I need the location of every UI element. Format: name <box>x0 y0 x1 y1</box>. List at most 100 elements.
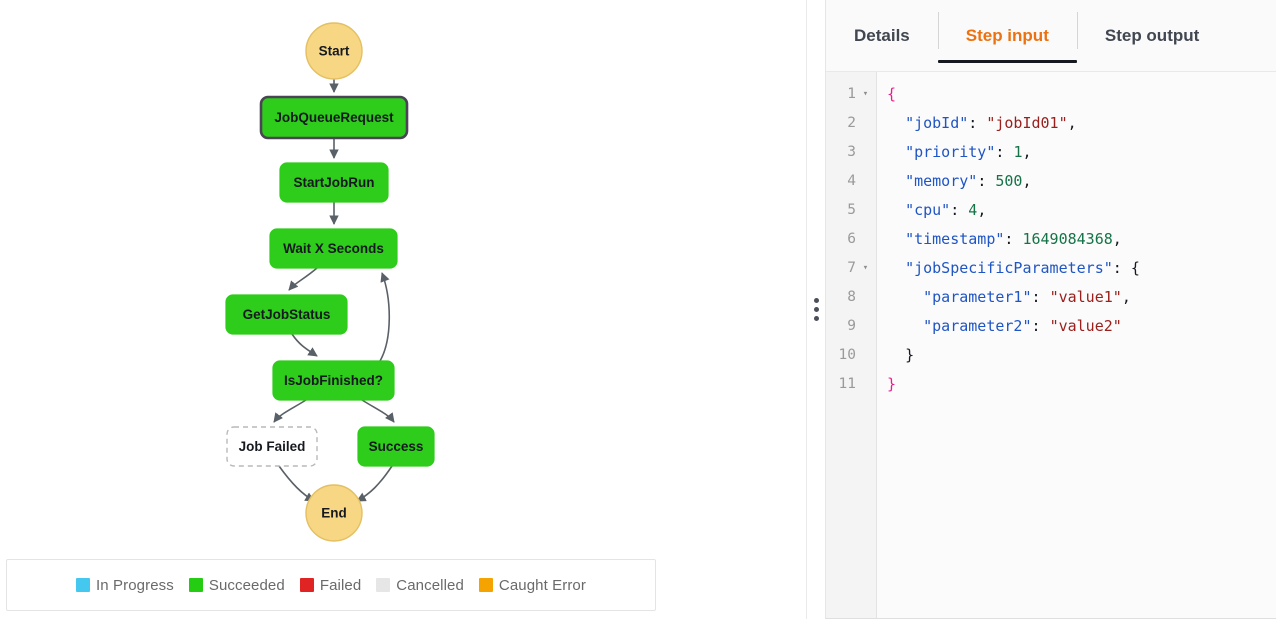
token-punct <box>887 143 905 161</box>
gutter-line-3: 3▾ <box>826 138 876 167</box>
legend-label: Caught Error <box>498 576 586 594</box>
token-punct <box>887 114 905 132</box>
editor-gutter[interactable]: 1▾2▾3▾4▾5▾6▾7▾8▾9▾10▾11▾ <box>826 72 877 618</box>
token-punct: , <box>1022 143 1032 161</box>
token-punct: , <box>1121 288 1131 306</box>
graph-edge-jobfailed-to-end <box>278 465 315 502</box>
code-line-5: "cpu": 4, <box>887 196 1276 225</box>
graph-node-start[interactable]: Start <box>305 22 363 80</box>
legend-item-failed: Failed <box>299 576 362 594</box>
token-str: "jobId01" <box>986 114 1068 132</box>
graph-node-waitxseconds[interactable]: Wait X Seconds <box>269 228 398 269</box>
graph-edge-success-to-end <box>356 465 393 502</box>
line-number: 4 <box>847 173 856 189</box>
drag-handle-dots-icon <box>813 298 819 321</box>
gutter-line-5: 5▾ <box>826 196 876 225</box>
legend-label: Cancelled <box>396 576 464 594</box>
graph-edge-isjobfinished-to-waitxseconds <box>379 272 391 362</box>
token-num: 1 <box>1013 143 1023 161</box>
token-punct <box>887 172 905 190</box>
token-brace: } <box>905 346 915 364</box>
token-key: "jobSpecificParameters" <box>905 259 1113 277</box>
token-punct <box>887 288 923 306</box>
json-code-editor[interactable]: 1▾2▾3▾4▾5▾6▾7▾8▾9▾10▾11▾ { "jobId": "job… <box>826 71 1276 618</box>
node-label-start: Start <box>319 44 350 59</box>
token-brace-outer: } <box>887 375 897 393</box>
token-punct: : <box>1031 288 1050 306</box>
node-label-jobfailed: Job Failed <box>239 439 306 454</box>
token-num: 1649084368 <box>1022 230 1113 248</box>
graph-node-getjobstatus[interactable]: GetJobStatus <box>225 294 348 335</box>
node-label-getjobstatus: GetJobStatus <box>243 307 331 322</box>
legend-item-caught-error: Caught Error <box>478 576 586 594</box>
node-shape-circle <box>305 22 363 80</box>
node-shape-rect <box>279 162 389 203</box>
graph-node-end[interactable]: End <box>305 484 363 542</box>
line-number: 7 <box>847 260 856 276</box>
legend-label: Failed <box>319 576 362 594</box>
token-str: "value1" <box>1049 288 1122 306</box>
gutter-line-8: 8▾ <box>826 283 876 312</box>
gutter-line-10: 10▾ <box>826 341 876 370</box>
code-line-3: "priority": 1, <box>887 138 1276 167</box>
legend-swatch-icon <box>299 578 314 592</box>
graph-node-isjobfinished[interactable]: IsJobFinished? <box>272 360 395 401</box>
tab-details[interactable]: Details <box>854 25 910 45</box>
token-key: "parameter1" <box>923 288 1032 306</box>
fold-toggle-icon[interactable]: ▾ <box>862 89 869 99</box>
token-str: "value2" <box>1049 317 1122 335</box>
tab-step-output[interactable]: Step output <box>1076 0 1227 71</box>
tab-step-input[interactable]: Step input <box>937 0 1077 71</box>
node-label-startjobrun: StartJobRun <box>294 175 375 190</box>
token-punct: : <box>968 114 987 132</box>
token-key: "jobId" <box>905 114 969 132</box>
token-brace: { <box>1130 259 1140 277</box>
code-line-10: } <box>887 341 1276 370</box>
node-label-waitxseconds: Wait X Seconds <box>283 241 384 256</box>
token-key: "cpu" <box>905 201 951 219</box>
legend-swatch-icon <box>376 578 391 592</box>
graph-node-startjobrun[interactable]: StartJobRun <box>279 162 389 203</box>
token-num: 500 <box>995 172 1023 190</box>
gutter-line-2: 2▾ <box>826 109 876 138</box>
fold-toggle-icon[interactable]: ▾ <box>862 263 869 273</box>
node-label-success: Success <box>369 439 424 454</box>
gutter-line-9: 9▾ <box>826 312 876 341</box>
graph-node-success[interactable]: Success <box>357 426 435 467</box>
graph-node-jobfailed[interactable]: Job Failed <box>226 426 318 467</box>
line-number: 2 <box>847 115 856 131</box>
node-shape-circle <box>305 484 363 542</box>
code-line-8: "parameter1": "value1", <box>887 283 1276 312</box>
graph-edge-isjobfinished-to-jobfailed <box>273 399 307 423</box>
editor-code-area[interactable]: { "jobId": "jobId01", "priority": 1, "me… <box>877 72 1276 618</box>
legend-label: In Progress <box>96 576 174 594</box>
node-shape-rect <box>272 360 395 401</box>
token-punct: , <box>1067 114 1077 132</box>
token-punct <box>887 259 905 277</box>
node-shape-rect <box>225 294 348 335</box>
gutter-line-7: 7▾ <box>826 254 876 283</box>
code-line-7: "jobSpecificParameters": { <box>887 254 1276 283</box>
token-punct: : <box>995 143 1014 161</box>
node-shape-rect <box>259 95 409 140</box>
code-line-1: { <box>887 80 1276 109</box>
token-key: "priority" <box>905 143 996 161</box>
legend-item-succeeded: Succeeded <box>188 576 285 594</box>
line-number: 10 <box>838 347 856 363</box>
token-punct <box>887 201 905 219</box>
code-line-4: "memory": 500, <box>887 167 1276 196</box>
line-number: 1 <box>847 86 856 102</box>
legend-label: Succeeded <box>208 576 285 594</box>
token-punct <box>887 346 905 364</box>
token-punct: : <box>1112 259 1131 277</box>
panel-drag-handle[interactable] <box>806 0 825 619</box>
graph-edge-waitxseconds-to-getjobstatus <box>288 267 318 291</box>
graph-edge-isjobfinished-to-success <box>361 399 395 423</box>
graph-node-jobqueuerequest[interactable]: JobQueueRequest <box>259 95 409 140</box>
